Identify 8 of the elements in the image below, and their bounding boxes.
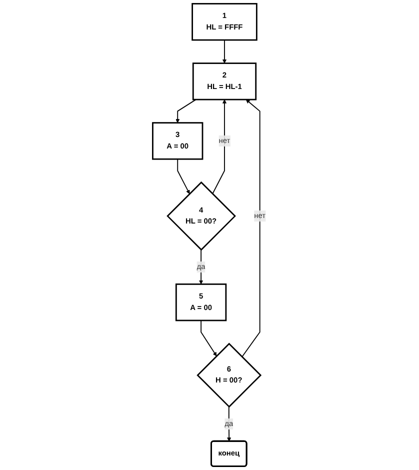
arrow: [212, 99, 227, 194]
arrow: [176, 99, 197, 124]
arrow: [199, 249, 204, 284]
arrow: [227, 406, 232, 442]
arrow: [222, 40, 227, 64]
arrow: [242, 99, 261, 358]
arrow: [200, 320, 218, 356]
arrow: [178, 158, 190, 194]
